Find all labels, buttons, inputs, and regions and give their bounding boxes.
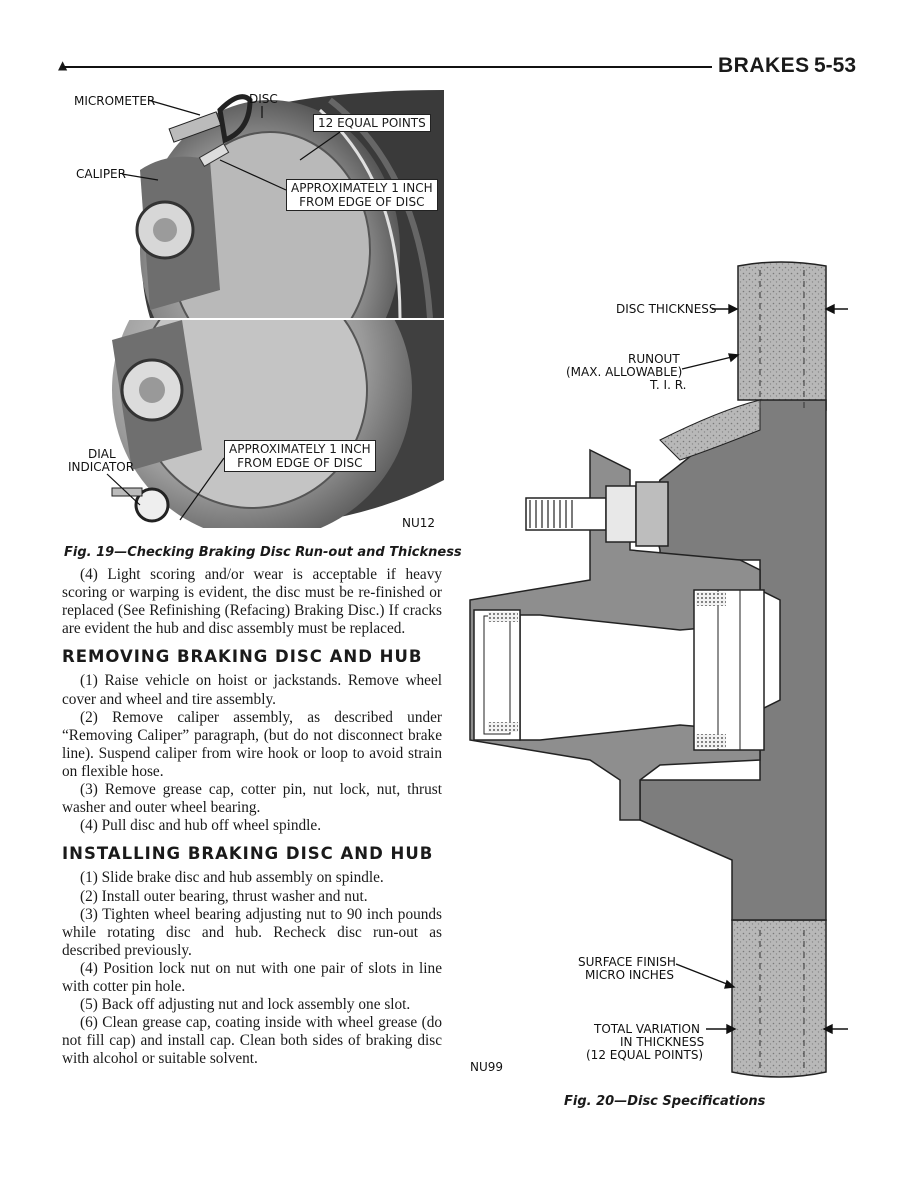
label-equal-points: (12 EQUAL POINTS) (586, 1048, 704, 1062)
label-approx-bottom-line1: APPROXIMATELY 1 INCH (229, 442, 371, 456)
section-title: BRAKES (718, 54, 810, 77)
header-rule (62, 66, 712, 68)
fig19-leader-lines (106, 99, 341, 521)
fig20-caption: Fig. 20—Disc Specifications (564, 1094, 766, 1109)
label-runout-tir: T. I. R. (650, 378, 687, 392)
step-installing-4: (4) Position lock nut on nut with one pa… (62, 959, 442, 995)
heading-installing: INSTALLING BRAKING DISC AND HUB (62, 844, 434, 864)
step-installing-1: (1) Slide brake disc and hub assembly on… (80, 869, 384, 887)
fig19-photo-bottom (92, 320, 444, 528)
step-removing-4: (4) Pull disc and hub off wheel spindle. (80, 817, 322, 835)
label-dial: DIAL (88, 447, 116, 461)
label-surface-finish: SURFACE FINISH (578, 955, 676, 969)
page-number: 5-53 (814, 54, 857, 77)
label-fig20-code: NU99 (470, 1060, 504, 1074)
heading-removing: REMOVING BRAKING DISC AND HUB (62, 647, 423, 667)
label-runout: RUNOUT (628, 352, 680, 366)
label-indicator: INDICATOR (68, 460, 135, 474)
label-approx-bottom-line2: FROM EDGE OF DISC (237, 456, 363, 470)
label-total-variation: TOTAL VARIATION (594, 1022, 700, 1036)
step-removing-2: (2) Remove caliper assembly, as describe… (62, 708, 442, 780)
label-disc: DISC (249, 92, 278, 106)
label-approx-bottom: APPROXIMATELY 1 INCH FROM EDGE OF DISC (224, 440, 376, 472)
label-approx-top-line2: FROM EDGE OF DISC (299, 195, 425, 209)
label-disc-thickness: DISC THICKNESS (616, 302, 717, 316)
step-installing-6: (6) Clean grease cap, coating inside wit… (62, 1014, 442, 1068)
fig20-disc-section-drawing (469, 261, 827, 1078)
body-text-column: (4) Light scoring and/or wear is accepta… (62, 566, 442, 1068)
label-runout-max: (MAX. ALLOWABLE) (566, 365, 683, 379)
header-marker-icon: ▲ (58, 58, 68, 72)
label-micro-inches: MICRO INCHES (585, 968, 674, 982)
step-installing-5: (5) Back off adjusting nut and lock asse… (80, 996, 411, 1014)
step-installing-2: (2) Install outer bearing, thrust washer… (80, 887, 368, 905)
step-removing-1: (1) Raise vehicle on hoist or jackstands… (62, 672, 442, 708)
step-installing-3: (3) Tighten wheel bearing adjusting nut … (62, 905, 442, 959)
label-twelve-points: 12 EQUAL POINTS (313, 114, 431, 132)
label-fig19-code: NU12 (402, 516, 436, 530)
fig19-caption: Fig. 19—Checking Braking Disc Run-out an… (64, 545, 462, 560)
label-approx-top-line1: APPROXIMATELY 1 INCH (291, 181, 433, 195)
label-in-thickness: IN THICKNESS (620, 1035, 705, 1049)
paragraph-scoring: (4) Light scoring and/or wear is accepta… (62, 566, 442, 638)
label-caliper: CALIPER (76, 167, 126, 181)
step-removing-3: (3) Remove grease cap, cotter pin, nut l… (62, 781, 442, 817)
label-micrometer: MICROMETER (74, 94, 156, 108)
label-approx-top: APPROXIMATELY 1 INCH FROM EDGE OF DISC (286, 179, 438, 211)
